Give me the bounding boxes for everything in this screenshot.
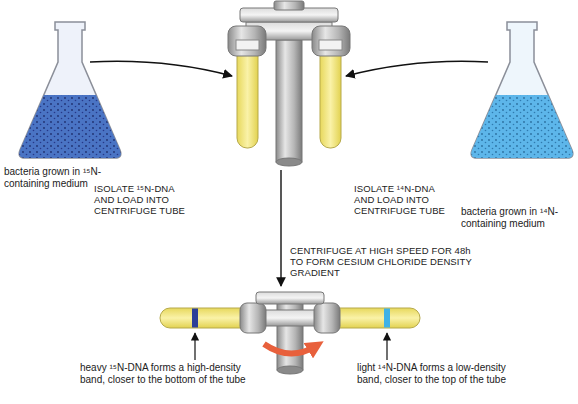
light-band [384, 309, 390, 328]
leader-arrow [386, 333, 387, 360]
flask-14n [471, 22, 573, 158]
step-label: ISOLATE ¹⁴N-DNA AND LOAD INTO CENTRIFUGE… [354, 184, 448, 217]
band-label: heavy ¹⁵N-DNA forms a high-density band,… [80, 362, 248, 385]
band-label: light ¹⁴N-DNA forms a low-density band, … [357, 362, 533, 385]
step-label: ISOLATE ¹⁵N-DNA AND LOAD INTO CENTRIFUGE… [94, 184, 188, 217]
step-label: CENTRIFUGE AT HIGH SPEED FOR 48h TO FORM… [290, 246, 476, 279]
flask-label: bacteria grown in ¹⁴N-containing medium [461, 206, 575, 229]
flask-15n [19, 22, 121, 158]
leader-arrow [194, 333, 195, 360]
centrifuge-rotor-vertical [228, 1, 350, 166]
transfer-arrow [346, 61, 488, 76]
process-arrow [280, 170, 281, 286]
transfer-arrow [90, 61, 232, 76]
centrifuge-rotor-horizontal [160, 292, 420, 374]
rotation-arrow [264, 344, 316, 354]
heavy-band [192, 309, 198, 328]
